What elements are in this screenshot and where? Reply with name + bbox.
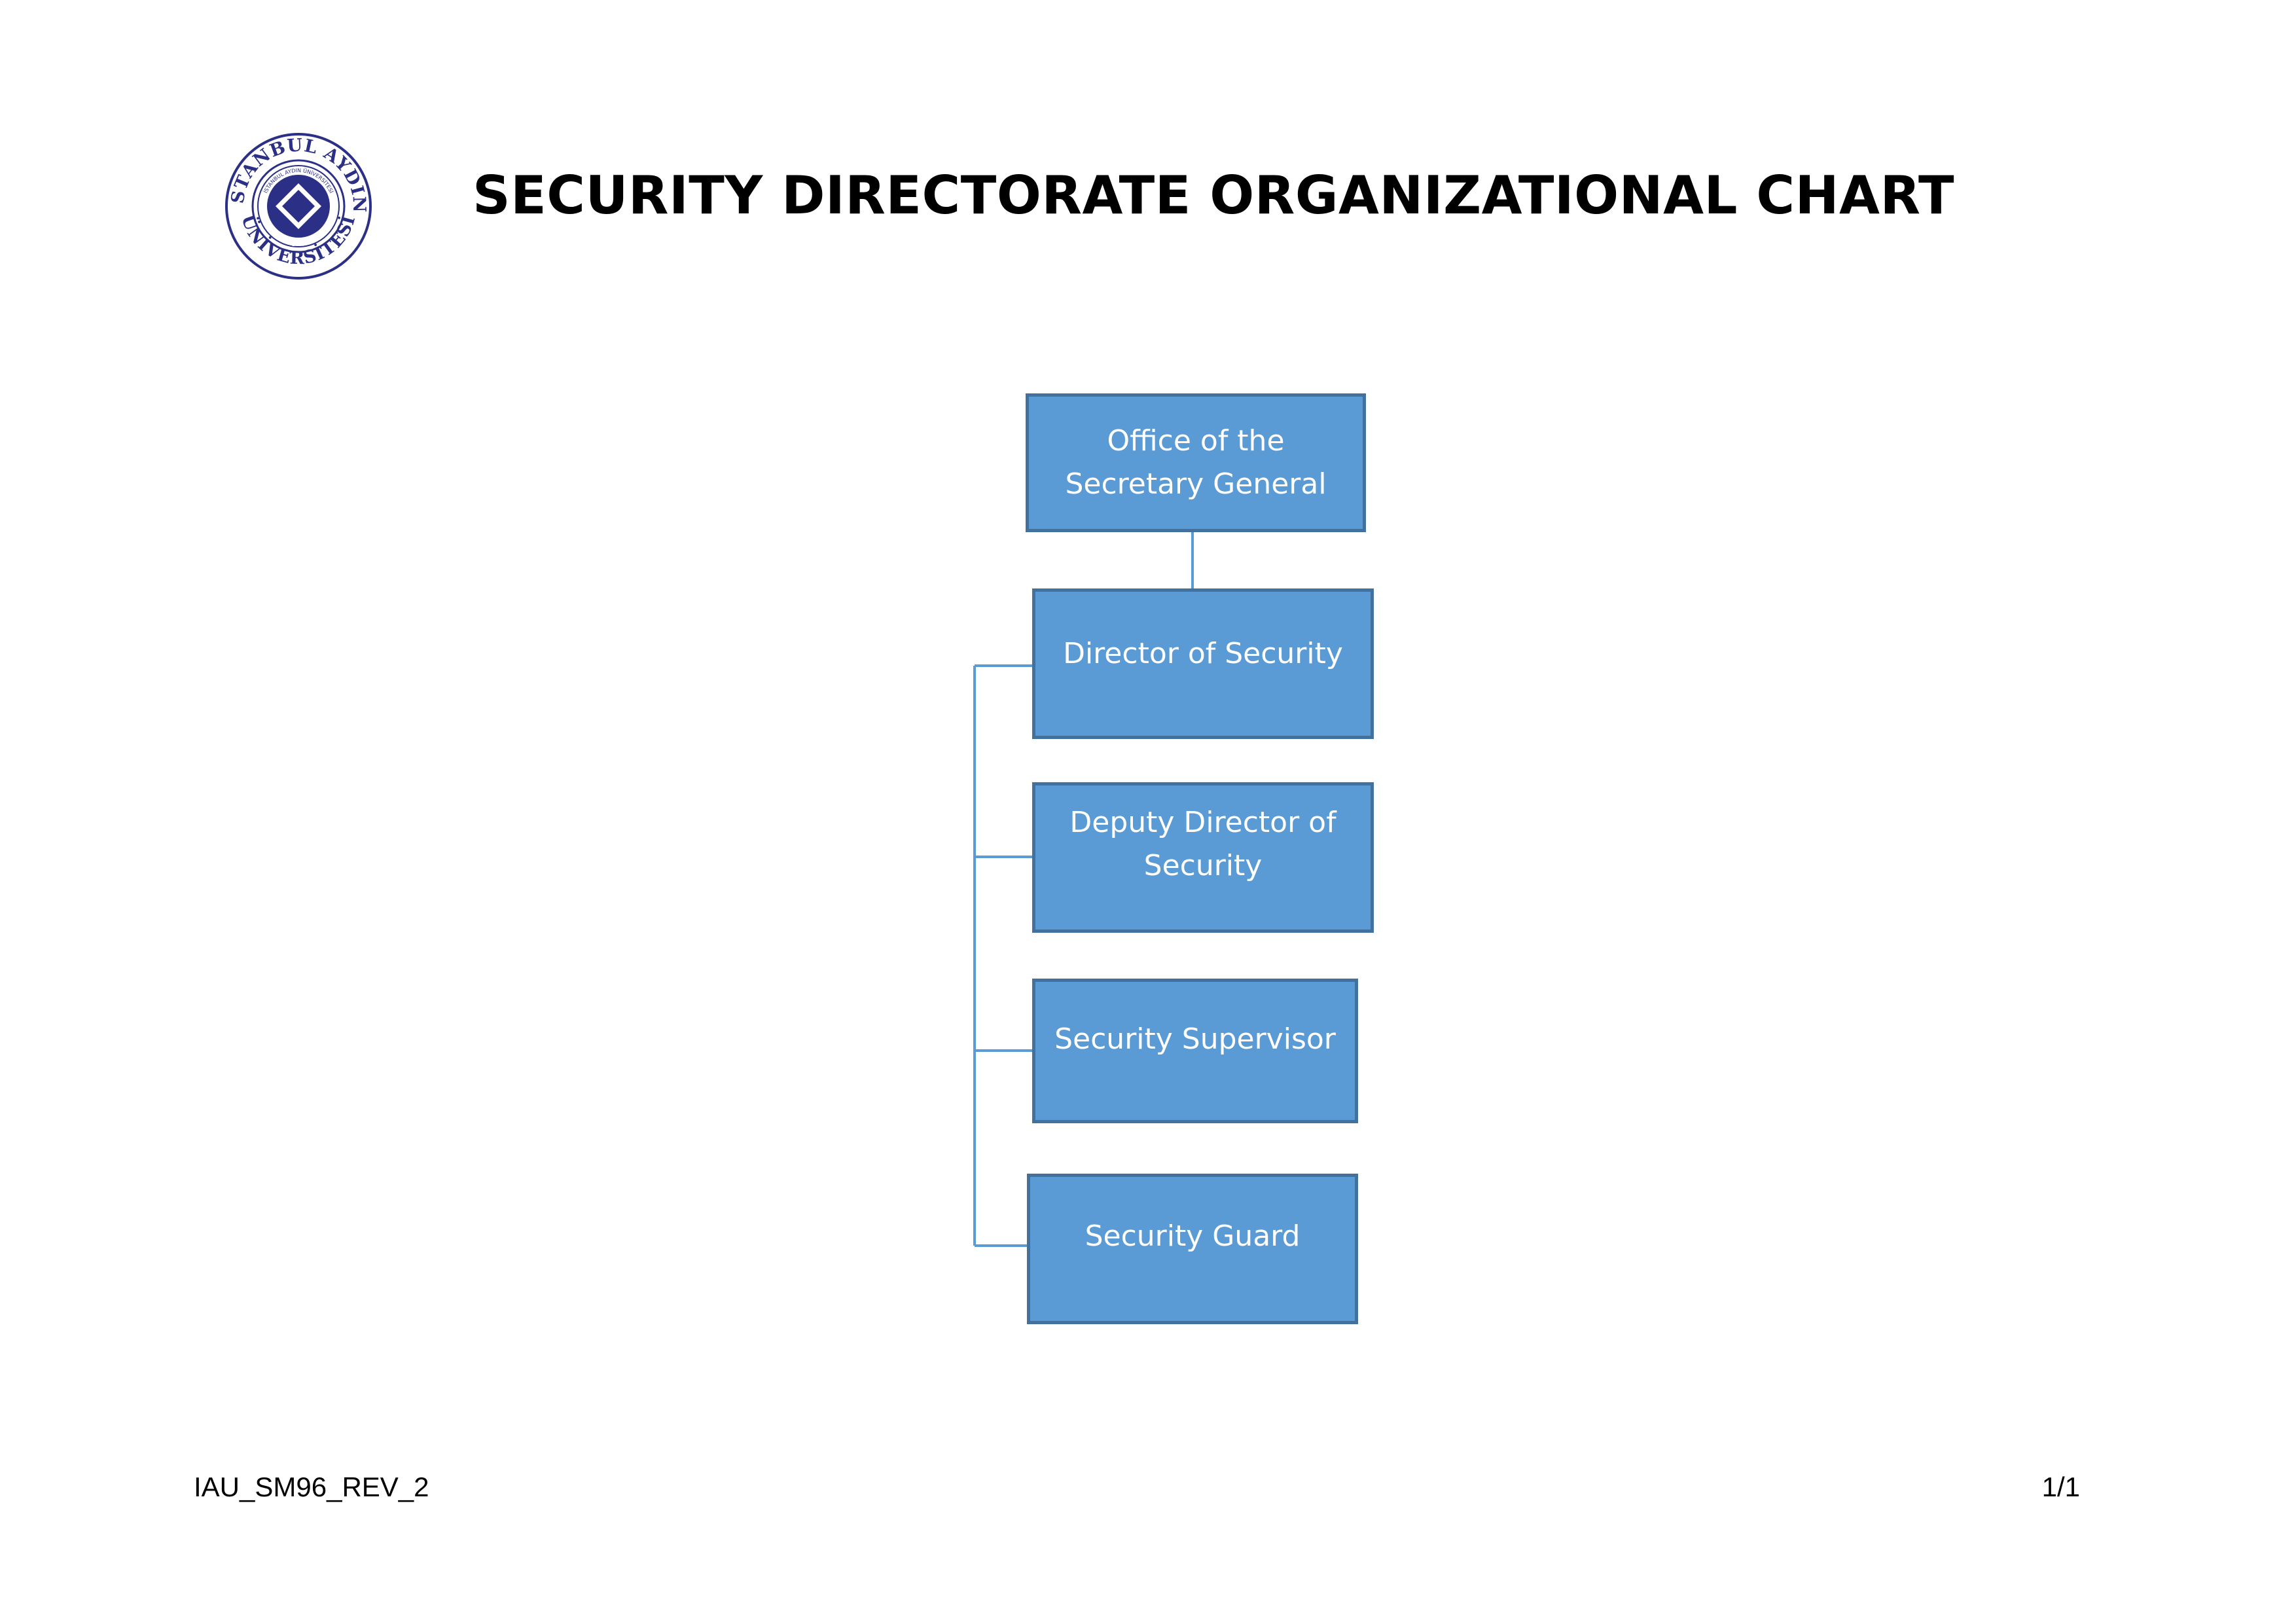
org-node-security-supervisor: Security Supervisor xyxy=(1032,979,1358,1123)
document-code: IAU_SM96_REV_2 xyxy=(194,1471,429,1502)
university-seal-icon: İSTANBUL AYDIN ÜNİVERSİTESİ İSTANBUL AYD… xyxy=(224,131,372,280)
org-node-security-guard: Security Guard xyxy=(1027,1174,1358,1324)
university-logo: İSTANBUL AYDIN ÜNİVERSİTESİ İSTANBUL AYD… xyxy=(224,131,373,281)
org-node-deputy-director: Deputy Director of Security xyxy=(1032,782,1374,933)
org-node-label: Office of the Secretary General xyxy=(1065,424,1327,501)
org-node-director-of-security: Director of Security xyxy=(1032,588,1374,739)
org-node-label: Deputy Director of Security xyxy=(1069,806,1336,882)
org-node-label: Director of Security xyxy=(1063,637,1343,670)
logo-year: 2007 xyxy=(292,242,305,247)
org-node-secretary-general: Office of the Secretary General xyxy=(1026,393,1366,532)
org-node-label: Security Supervisor xyxy=(1054,1022,1336,1056)
org-node-label: Security Guard xyxy=(1085,1219,1300,1253)
page-number: 1/1 xyxy=(2041,1471,2080,1502)
page-title: SECURITY DIRECTORATE ORGANIZATIONAL CHAR… xyxy=(472,165,1955,226)
